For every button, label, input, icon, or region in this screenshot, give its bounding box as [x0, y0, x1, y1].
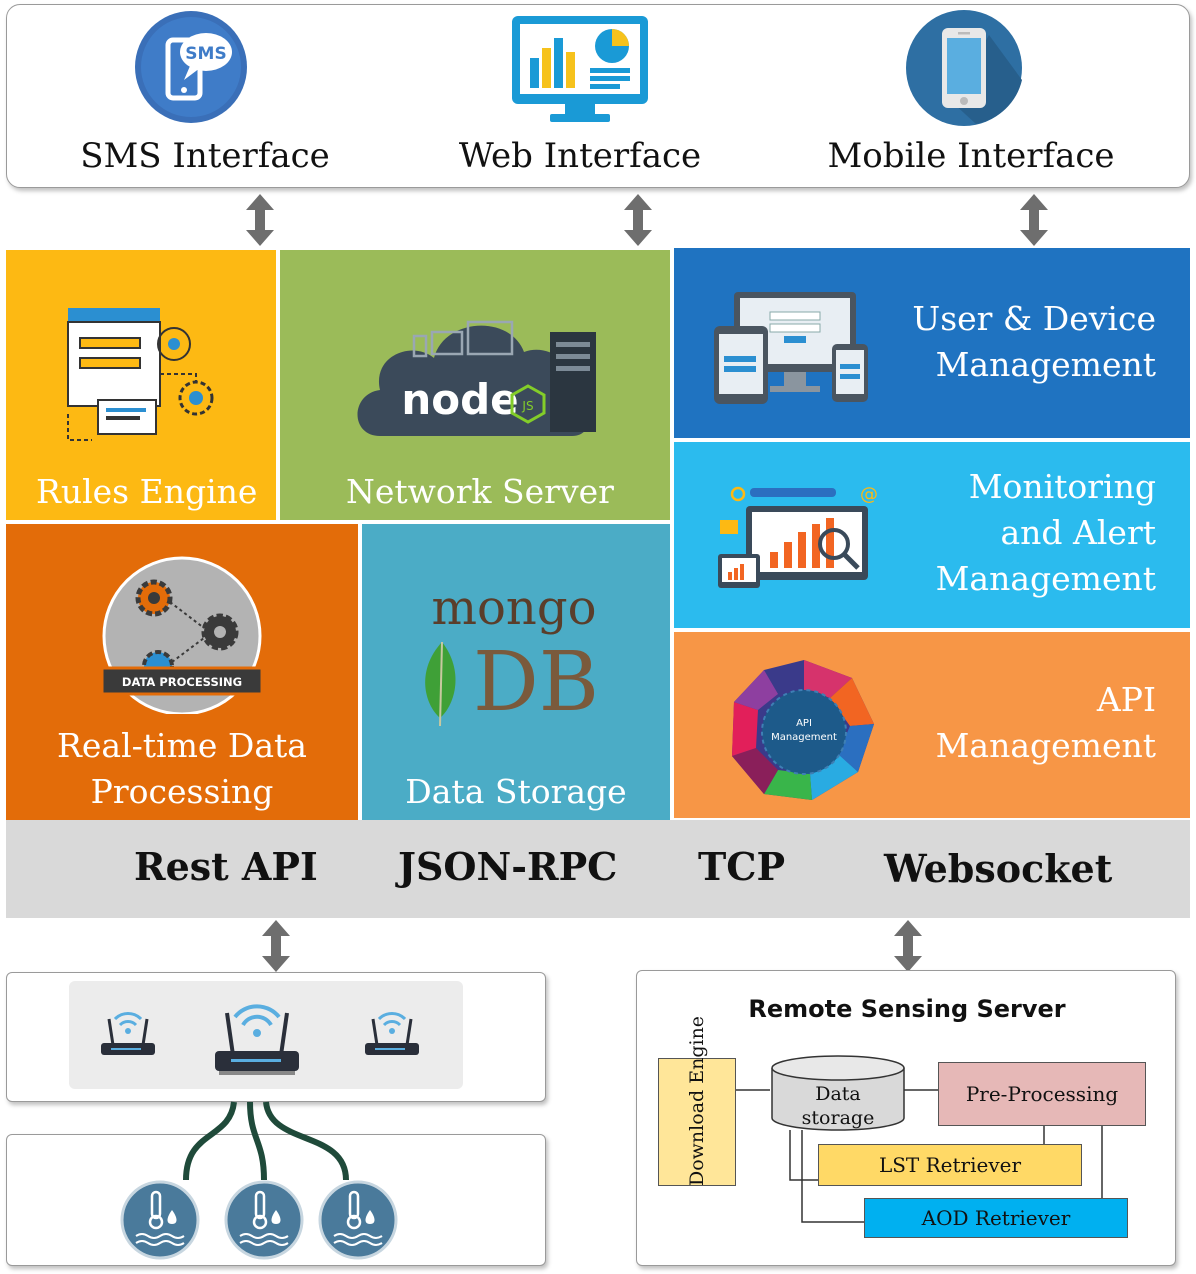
- rules-engine-label: Rules Engine: [36, 472, 258, 511]
- svg-text:@: @: [860, 484, 878, 505]
- data-storage-label: Data Storage: [405, 772, 627, 811]
- api-management-tile: API Management API Management: [674, 632, 1190, 818]
- water-sensor-icon: [120, 1180, 200, 1260]
- sms-interface-label: SMS Interface: [80, 136, 330, 176]
- water-sensor-icon: [318, 1180, 398, 1260]
- realtime-label-line1: Real-time Data: [57, 726, 307, 765]
- data-processing-icon: DATA PROCESSING: [100, 556, 264, 714]
- sms-phone-icon: SMS: [128, 10, 254, 124]
- user-device-label-line1: User & Device: [912, 299, 1156, 338]
- api-label-line1: API: [1096, 680, 1156, 719]
- mobile-phone-icon: [904, 10, 1024, 126]
- aod-retriever-box: AOD Retriever: [864, 1198, 1128, 1238]
- wifi-router-icon: [101, 1012, 155, 1055]
- mobile-interface-label: Mobile Interface: [827, 136, 1115, 176]
- svg-text:JS: JS: [521, 399, 533, 413]
- monitoring-alert-tile: @ Monitoring and Alert Management: [674, 442, 1190, 628]
- remote-sensing-title: Remote Sensing Server: [748, 995, 1066, 1023]
- wifi-router-icon: [365, 1012, 419, 1055]
- svg-text:API: API: [796, 718, 812, 729]
- double-arrow-icon: [246, 194, 274, 246]
- network-server-label: Network Server: [346, 472, 614, 511]
- monitoring-chart-icon: @: [718, 484, 878, 588]
- double-arrow-icon: [262, 920, 290, 972]
- devices-icon: [714, 292, 868, 404]
- download-engine-box: Download Engine: [658, 1015, 736, 1186]
- node-logo-text: node: [401, 375, 518, 424]
- sms-badge-text: SMS: [185, 44, 226, 64]
- protocol-bar: Rest API JSON-RPC TCP Websocket: [6, 820, 1190, 918]
- rules-engine-tile: Rules Engine: [6, 250, 276, 520]
- network-server-tile: node JS Network Server: [280, 250, 670, 520]
- data-storage-tile: mongo DB Data Storage: [362, 524, 670, 820]
- rules-engine-icon: [67, 308, 214, 441]
- data-storage-line1: Data: [815, 1083, 861, 1105]
- data-storage-cylinder: [771, 1055, 905, 1131]
- realtime-data-processing-tile: DATA PROCESSING Real-time Data Processin…: [6, 524, 358, 820]
- mongodb-logo: mongo DB: [425, 580, 599, 730]
- double-arrow-icon: [624, 194, 652, 246]
- data-processing-badge: DATA PROCESSING: [122, 675, 242, 689]
- realtime-label-line2: Processing: [90, 772, 274, 811]
- user-device-label-line2: Management: [935, 345, 1156, 384]
- remote-sensing-connectors: [736, 1089, 1103, 1223]
- api-label-line2: Management: [935, 726, 1156, 765]
- protocol-rest-api: Rest API: [134, 844, 318, 889]
- monitoring-label-line3: Management: [935, 559, 1156, 598]
- pre-processing-box: Pre-Processing: [938, 1062, 1146, 1126]
- protocol-tcp: TCP: [698, 844, 786, 889]
- protocol-json-rpc: JSON-RPC: [398, 844, 618, 889]
- protocol-websocket: Websocket: [884, 846, 1113, 891]
- monitoring-label-line2: and Alert: [1000, 513, 1157, 552]
- water-sensor-icon: [224, 1180, 304, 1260]
- api-management-wheel-icon: API Management: [732, 660, 874, 800]
- db-logo-text: DB: [473, 635, 599, 730]
- double-arrow-icon: [894, 920, 922, 972]
- data-storage-line2: storage: [801, 1107, 875, 1129]
- sensor-cables: [183, 1101, 349, 1181]
- wifi-router-icon: [215, 1004, 299, 1075]
- svg-text:Management: Management: [771, 732, 837, 743]
- download-engine-label: Download Engine: [686, 1015, 708, 1186]
- user-device-management-tile: User & Device Management: [674, 248, 1190, 438]
- web-dashboard-icon: [510, 12, 650, 124]
- monitoring-label-line1: Monitoring: [968, 467, 1156, 506]
- gateway-panel: [6, 972, 546, 1102]
- lst-retriever-box: LST Retriever: [818, 1144, 1082, 1186]
- web-interface-label: Web Interface: [458, 136, 702, 176]
- double-arrow-icon: [1020, 194, 1048, 246]
- data-storage-label: Data storage: [770, 1082, 906, 1130]
- mongo-logo-text: mongo: [432, 580, 597, 636]
- nodejs-cloud-icon: node JS: [357, 320, 596, 436]
